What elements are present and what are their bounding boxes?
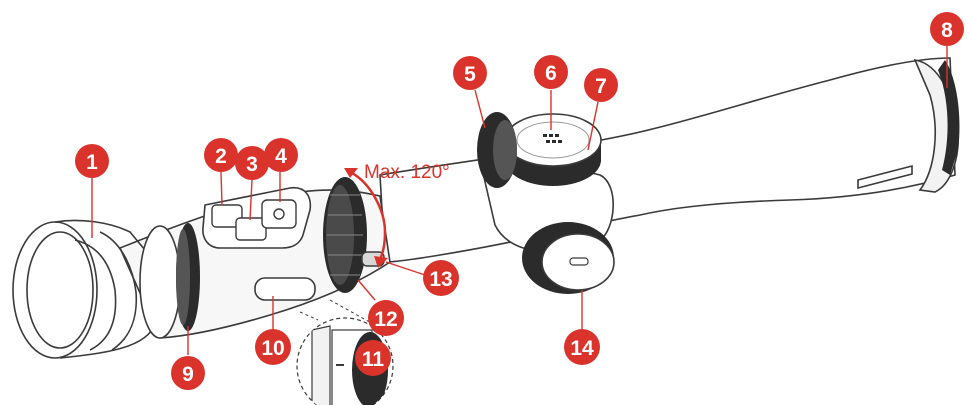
callout-4: 4 bbox=[264, 138, 298, 172]
callout-7-label: 7 bbox=[595, 75, 607, 98]
diopter-ring bbox=[176, 223, 200, 331]
callout-3-label: 3 bbox=[246, 153, 258, 176]
callout-5: 5 bbox=[453, 56, 487, 90]
callout-4-label: 4 bbox=[275, 145, 287, 168]
rotation-arrow bbox=[349, 170, 387, 261]
rotation-arrowhead-top bbox=[344, 168, 358, 178]
callout-13-label: 13 bbox=[429, 268, 452, 291]
focus-ring bbox=[323, 177, 367, 293]
objective-clamp bbox=[938, 60, 960, 175]
top-turret bbox=[504, 113, 602, 186]
callout-12: 12 bbox=[368, 300, 404, 336]
callout-9-label: 9 bbox=[182, 363, 194, 386]
callout-8: 8 bbox=[930, 12, 964, 46]
keypad-buttons bbox=[211, 199, 297, 241]
callout-12-label: 12 bbox=[374, 308, 397, 331]
callout-1: 1 bbox=[75, 144, 109, 178]
callout-6: 6 bbox=[534, 55, 568, 89]
callout-badges: 1 2 3 4 5 6 7 8 bbox=[75, 12, 964, 390]
eyecup bbox=[12, 219, 181, 359]
callout-3: 3 bbox=[235, 146, 269, 180]
callout-9: 9 bbox=[171, 356, 205, 390]
button-2-shape bbox=[211, 204, 243, 228]
callout-1-label: 1 bbox=[86, 151, 98, 174]
callout-7: 7 bbox=[584, 68, 618, 102]
callout-10-label: 10 bbox=[261, 337, 284, 360]
scope-body bbox=[118, 57, 960, 339]
turret-logo-icon bbox=[543, 134, 562, 143]
callout-8-label: 8 bbox=[941, 19, 953, 42]
rotation-arrowhead-bottom bbox=[374, 256, 388, 268]
port-cover-shape bbox=[254, 277, 316, 301]
button-3-shape bbox=[235, 217, 267, 241]
callout-6-label: 6 bbox=[545, 62, 557, 85]
callout-14-label: 14 bbox=[570, 337, 594, 360]
callout-11: 11 bbox=[355, 340, 391, 376]
leader-lines bbox=[91, 46, 948, 355]
power-icon bbox=[273, 208, 285, 220]
left-turret bbox=[477, 112, 517, 188]
callout-11-label: 11 bbox=[362, 348, 385, 371]
callout-13: 13 bbox=[423, 260, 459, 296]
callout-14: 14 bbox=[564, 329, 600, 365]
callout-5-label: 5 bbox=[464, 63, 476, 86]
button-4-shape bbox=[261, 199, 297, 229]
rotation-label: Max. 120° bbox=[364, 162, 450, 183]
callout-10: 10 bbox=[255, 329, 291, 365]
callout-2-label: 2 bbox=[215, 145, 227, 168]
side-turret-mark bbox=[569, 257, 589, 266]
side-turret bbox=[522, 222, 615, 294]
tube-slot bbox=[857, 164, 913, 190]
callout-2: 2 bbox=[204, 138, 238, 172]
